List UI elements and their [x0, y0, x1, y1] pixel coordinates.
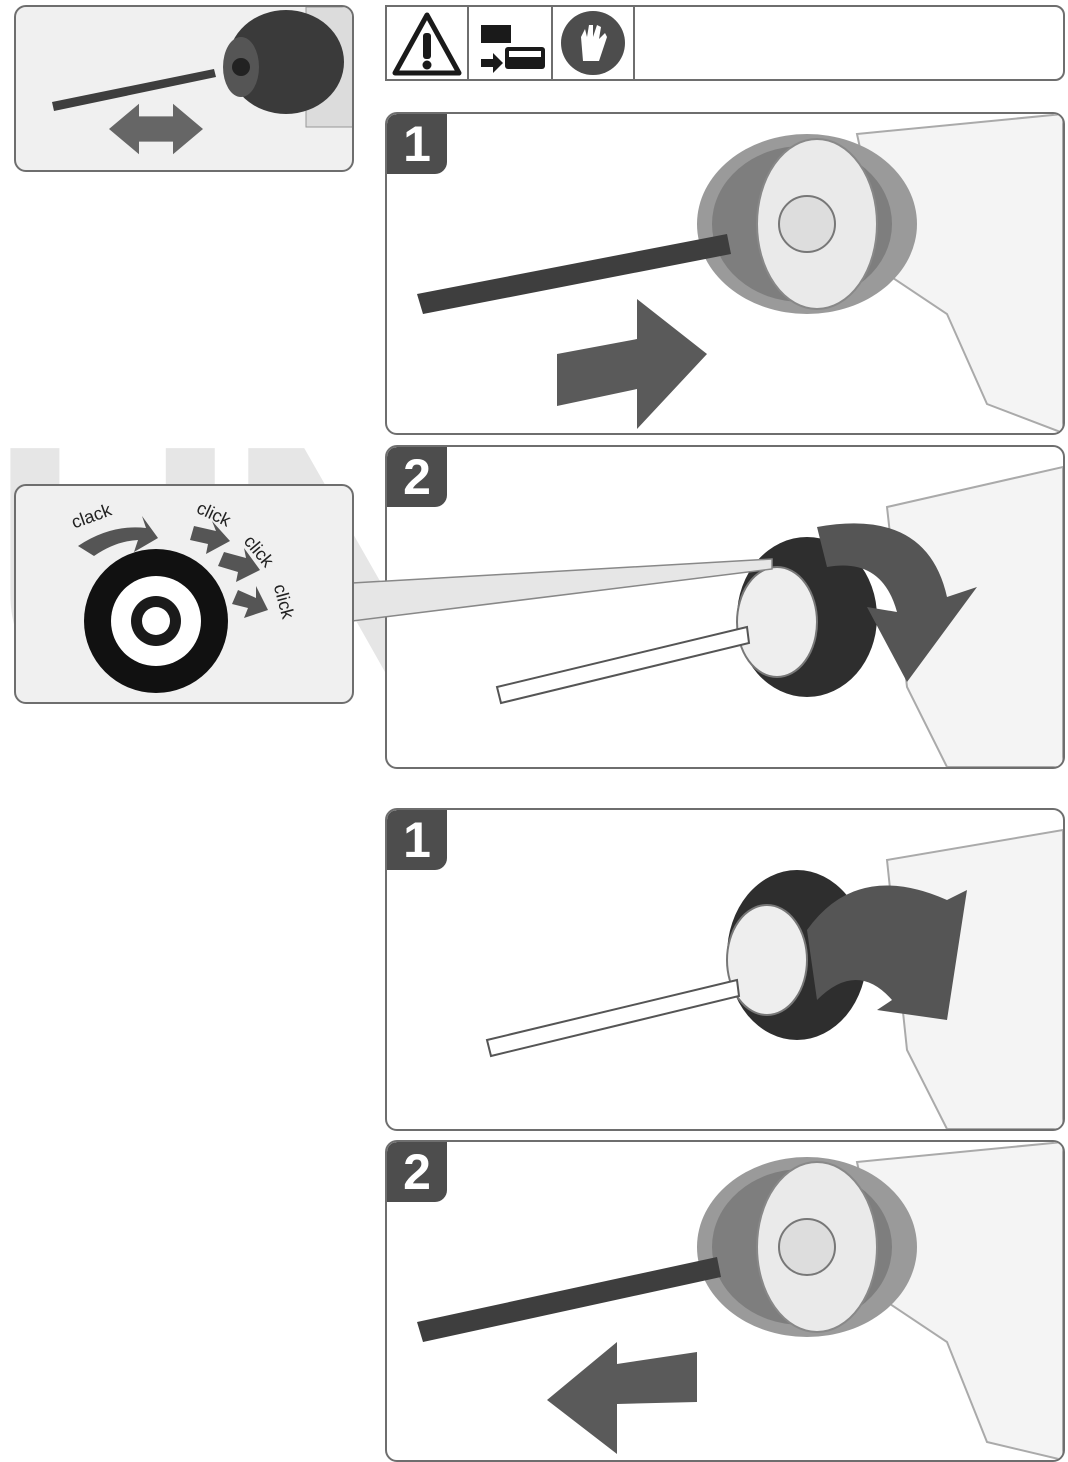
- overview-panel: [14, 5, 354, 172]
- step-number-badge: 2: [387, 1142, 447, 1202]
- insert-bit-illustration: [417, 114, 1063, 433]
- insert-step-2-panel: 2: [385, 445, 1065, 769]
- chuck-dial-illustration: [78, 516, 268, 693]
- warning-icon: [387, 7, 469, 79]
- step-number-badge: 2: [387, 447, 447, 507]
- clack-arrow: [78, 516, 158, 556]
- step-number-badge: 1: [387, 810, 447, 870]
- remove-bit-illustration: [417, 1142, 1063, 1460]
- remove-battery-icon: [469, 7, 553, 79]
- ratchet-callout-panel: clack click click click: [14, 484, 354, 704]
- step-number-badge: 1: [387, 114, 447, 174]
- loosen-chuck-illustration: [485, 828, 1063, 1129]
- gloves-icon: [553, 7, 635, 79]
- tighten-chuck-illustration: [495, 465, 1063, 767]
- remove-step-1-panel: 1: [385, 808, 1065, 1131]
- overview-illustration: [52, 7, 352, 155]
- safety-icon-strip: [385, 5, 1065, 81]
- insert-step-1-panel: 1: [385, 112, 1065, 435]
- callout-connector: [352, 558, 773, 622]
- remove-step-2-panel: 2: [385, 1140, 1065, 1462]
